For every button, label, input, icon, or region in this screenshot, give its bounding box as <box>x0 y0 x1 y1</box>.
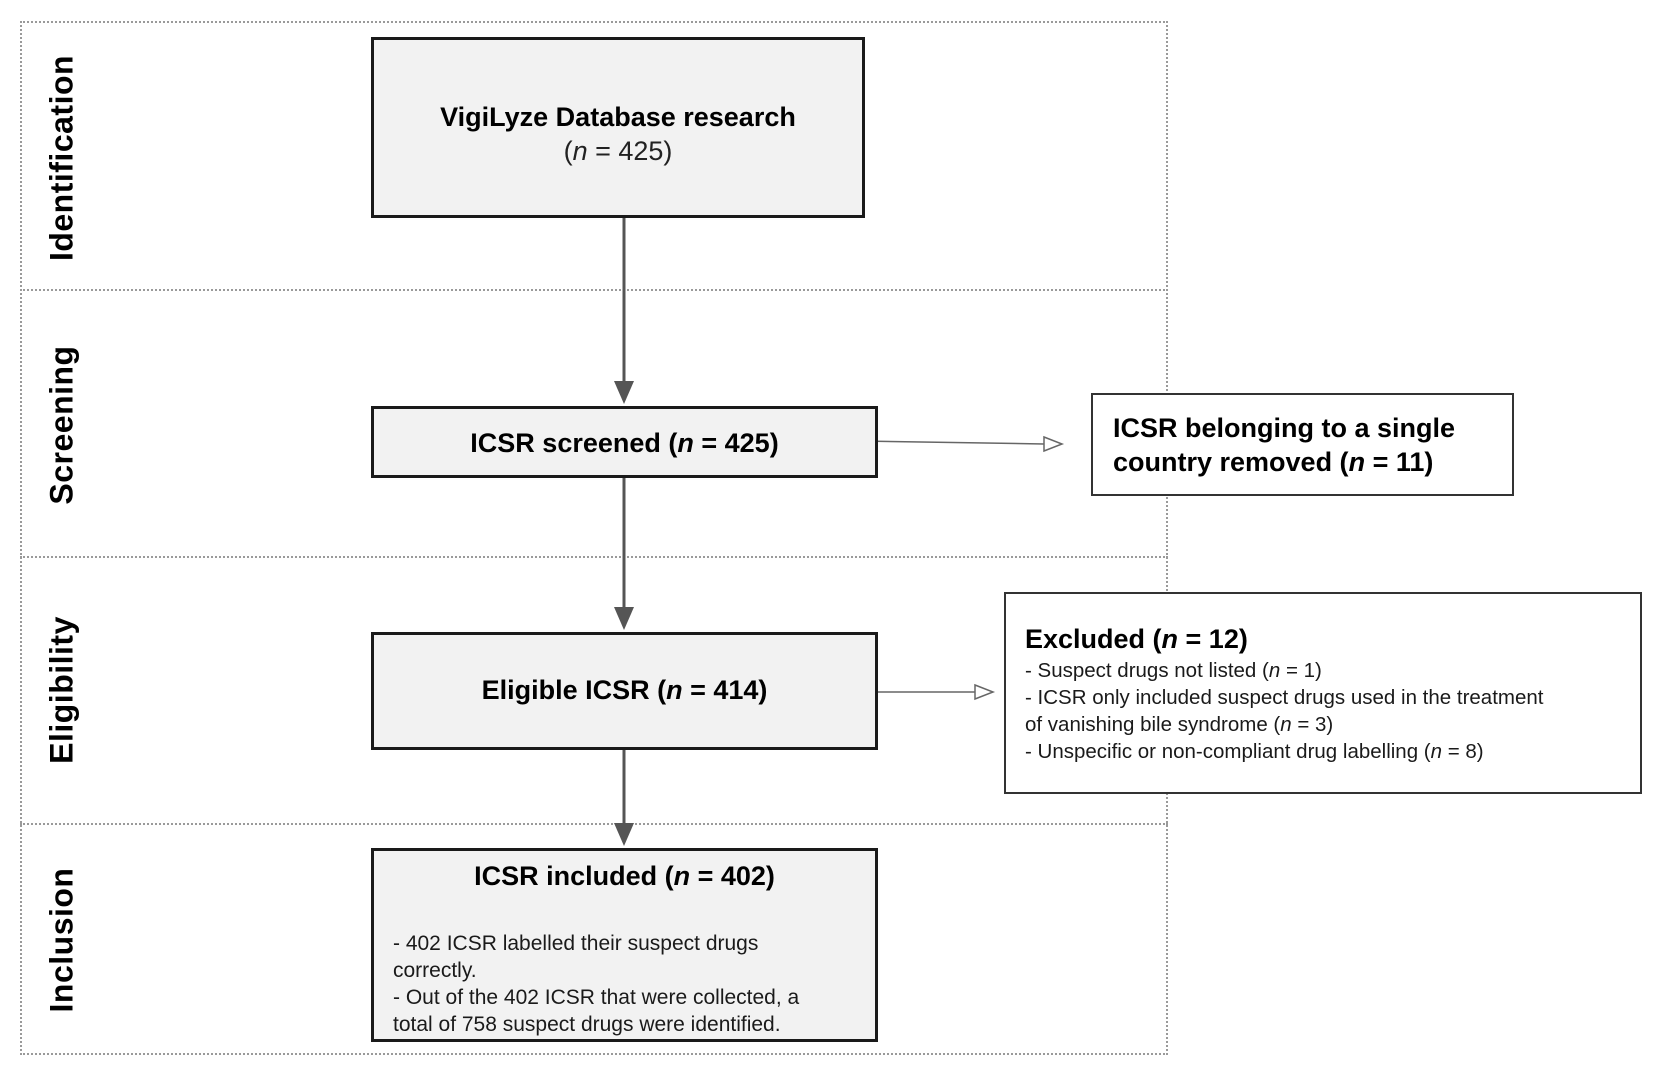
included-note: - Out of the 402 ICSR that were collecte… <box>393 986 800 1009</box>
included-note: - 402 ICSR labelled their suspect drugs <box>393 932 759 955</box>
included-note-continued: total of 758 suspect drugs were identifi… <box>393 1013 781 1036</box>
eligible-box: Eligible ICSR (n = 414) <box>371 632 878 750</box>
excluded-title: Excluded (n = 12) <box>1025 624 1248 654</box>
identification-count: (n = 425) <box>563 136 673 166</box>
arrow-eligibility-to-excluded <box>868 683 996 701</box>
included-title: ICSR included (n = 402) <box>474 861 775 891</box>
screened-box: ICSR screened (n = 425) <box>371 406 878 478</box>
removed-box: ICSR belonging to a single country remov… <box>1091 393 1514 496</box>
excluded-box: Excluded (n = 12) - Suspect drugs not li… <box>1004 592 1642 794</box>
identification-title: VigiLyze Database research <box>374 102 862 133</box>
screened-label: ICSR screened (n = 425) <box>470 428 779 458</box>
arrow-identification-to-screening <box>614 218 634 404</box>
exclusion-reasons: - Suspect drugs not listed (n = 1) - ICS… <box>1025 657 1543 765</box>
included-notes: - 402 ICSR labelled their suspect drugs … <box>393 930 863 1038</box>
included-box: ICSR included (n = 402) - 402 ICSR label… <box>371 848 878 1042</box>
exclusion-reason: - Unspecific or non-compliant drug label… <box>1025 740 1484 763</box>
included-note-continued: correctly. <box>393 959 477 982</box>
stage-divider <box>20 289 1168 291</box>
removed-text: ICSR belonging to a single country remov… <box>1113 413 1456 477</box>
arrow-screening-to-eligibility <box>614 478 634 630</box>
identification-box: VigiLyze Database research (n = 425) <box>371 37 865 218</box>
identification-title-text: VigiLyze Database research <box>440 102 796 132</box>
arrow-screening-to-removed <box>859 435 1065 453</box>
eligible-label: Eligible ICSR (n = 414) <box>481 675 768 705</box>
exclusion-reason: - Suspect drugs not listed (n = 1) <box>1025 659 1322 682</box>
stage-divider <box>20 556 1168 558</box>
stage-frame <box>20 21 1168 1055</box>
exclusion-reason-continued: of vanishing bile syndrome (n = 3) <box>1025 713 1334 736</box>
stage-divider <box>20 823 1168 825</box>
exclusion-reason: - ICSR only included suspect drugs used … <box>1025 686 1544 709</box>
arrow-eligibility-to-inclusion <box>614 750 634 846</box>
